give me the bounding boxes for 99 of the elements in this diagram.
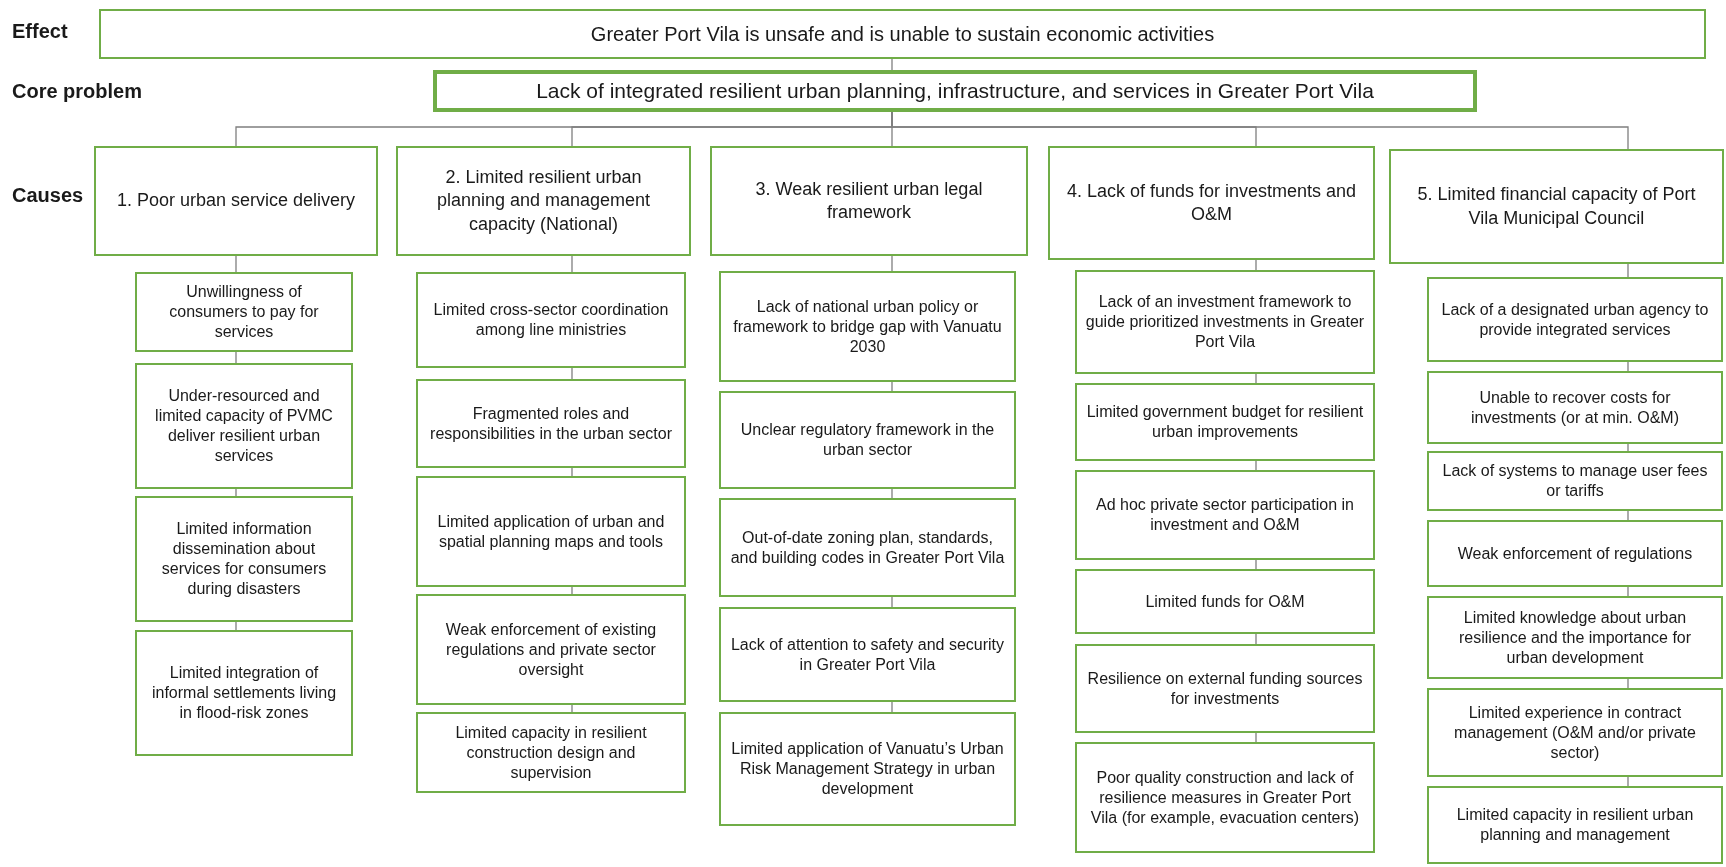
box-text: Lack of systems to manage user fees or tariffs (1441, 461, 1709, 501)
box-text: Limited knowledge about urban resilience and the importance for urban development (1457, 607, 1693, 668)
sub-cause-box (1427, 688, 1723, 777)
box-text: 1. Poor urban service delivery (116, 189, 356, 213)
box-text: 4. Lack of funds for investments and O&M (1065, 179, 1358, 226)
sub-cause-box (719, 498, 1016, 597)
sub-cause-box (1075, 742, 1375, 853)
connector-line (891, 255, 893, 272)
connector-line (235, 351, 237, 364)
connector-line (1627, 361, 1629, 372)
sub-cause-box (1075, 644, 1375, 733)
connector-line (235, 488, 237, 497)
sub-cause-box (1427, 596, 1723, 679)
sub-cause-box (1075, 383, 1375, 461)
box-text: 2. Limited resilient urban planning and management capacity (National) (435, 165, 652, 236)
connector-line (1627, 443, 1629, 452)
connector-line (1255, 259, 1257, 271)
connector-line (1255, 460, 1257, 471)
connector-line (1255, 373, 1257, 384)
box-text: Limited information dissemination about services for consumers during disasters (160, 519, 328, 599)
sub-cause-box (719, 271, 1016, 382)
box-text: Fragmented roles and responsibilities in the urban sector (429, 403, 673, 444)
connector-line (891, 58, 893, 71)
box-text: Limited government budget for resilient urban improvements (1085, 402, 1365, 442)
sub-cause-box (719, 607, 1016, 702)
connector-line (1255, 633, 1257, 645)
box-text: Under-resourced and limited capacity of PVMC deliver resilient urban services (154, 386, 334, 466)
sub-cause-box (416, 712, 686, 793)
box-text: Limited funds for O&M (1145, 591, 1305, 612)
sub-cause-box (1427, 371, 1723, 444)
box-text: Ad hoc private sector participation in investment and O&M (1095, 495, 1355, 535)
box-text: Out-of-date zoning plan, standards, and building codes in Greater Port Vila (729, 527, 1006, 568)
sub-cause-box (719, 391, 1016, 489)
connector-line (571, 467, 573, 477)
box-text: Limited experience in contract management (O&M and/or private sector) (1453, 702, 1697, 763)
box-text: Poor quality construction and lack of resilience measures in Greater Port Vila (for example, evacuation centers) (1089, 767, 1361, 828)
box-text: 3. Weak resilient urban legal framework (754, 177, 984, 224)
connector-line (235, 255, 237, 273)
box-text: Unable to recover costs for investments (or at min. O&M) (1469, 387, 1680, 428)
sub-cause-box (1075, 470, 1375, 560)
connector-line (571, 255, 573, 273)
connector-line (891, 701, 893, 713)
sub-cause-box (135, 496, 353, 622)
sub-cause-box (1075, 270, 1375, 374)
box-text: Limited capacity in resilient construction design and supervision (454, 722, 648, 783)
sub-cause-box (1427, 786, 1723, 864)
box-text: Lack of a designated urban agency to provide integrated services (1440, 299, 1710, 340)
connector-line (235, 621, 237, 631)
cause-box (710, 146, 1028, 256)
cause-box (396, 146, 691, 256)
sub-cause-box (135, 272, 353, 352)
sub-cause-box (719, 712, 1016, 826)
sub-cause-box (1427, 277, 1723, 362)
connector-line (1627, 678, 1629, 689)
box-text: Limited application of Vanuatu’s Urban Risk Management Strategy in urban development (730, 739, 1005, 799)
box-text: Unwillingness of consumers to pay for services (168, 282, 320, 342)
sub-cause-box (416, 594, 686, 705)
row-label: Effect (12, 19, 68, 44)
connector-line (891, 381, 893, 392)
box-text: Weak enforcement of existing regulations and private sector oversight (444, 619, 658, 680)
box-text: Greater Port Vila is unsafe and is unable to sustain economic activities (590, 22, 1215, 47)
sub-cause-box (1427, 451, 1723, 511)
sub-cause-box (135, 630, 353, 756)
sub-cause-box (416, 272, 686, 368)
row-label: Causes (12, 183, 84, 208)
box-text: Lack of national urban policy or framework to bridge gap with Vanuatu 2030 (732, 296, 1003, 357)
sub-cause-box (416, 379, 686, 468)
cause-box (94, 146, 378, 256)
box-text: Limited cross-sector coordination among line ministries (432, 300, 670, 340)
connector-line (571, 704, 573, 713)
sub-cause-box (416, 476, 686, 587)
sub-cause-box (135, 363, 353, 489)
box-text: Limited integration of informal settlements living in flood-risk zones (150, 663, 338, 723)
connector-line (1255, 559, 1257, 570)
cause-box (1048, 146, 1375, 260)
core-problem-box (433, 70, 1477, 112)
connector-line (891, 488, 893, 499)
connector-line (571, 586, 573, 595)
connector-line (571, 367, 573, 380)
connector-line (1627, 263, 1629, 278)
connector-line (891, 596, 893, 608)
box-text: Limited application of urban and spatial planning maps and tools (436, 511, 666, 552)
box-text: Lack of an investment framework to guide prioritized investments in Greater Port Vila (1085, 292, 1365, 352)
box-text: Lack of attention to safety and security in Greater Port Vila (729, 634, 1005, 675)
connector-line (1255, 732, 1257, 743)
box-text: 5. Limited financial capacity of Port Vila Municipal Council (1416, 183, 1697, 230)
box-text: Resilience on external funding sources for investments (1086, 668, 1364, 709)
sub-cause-box (1427, 520, 1723, 587)
box-text: Weak enforcement of regulations (1457, 543, 1693, 564)
sub-cause-box (1075, 569, 1375, 634)
row-label: Core problem (12, 79, 143, 104)
connector-line (1627, 776, 1629, 787)
cause-box (1389, 149, 1724, 264)
box-text: Limited capacity in resilient urban planning and management (1455, 805, 1695, 845)
box-text: Lack of integrated resilient urban planning, infrastructure, and services in Greater Port Vila (536, 78, 1374, 105)
effect-box (99, 9, 1706, 59)
box-text: Unclear regulatory framework in the urban sector (739, 420, 996, 460)
connector-line (1627, 510, 1629, 521)
connector-line (1627, 586, 1629, 597)
